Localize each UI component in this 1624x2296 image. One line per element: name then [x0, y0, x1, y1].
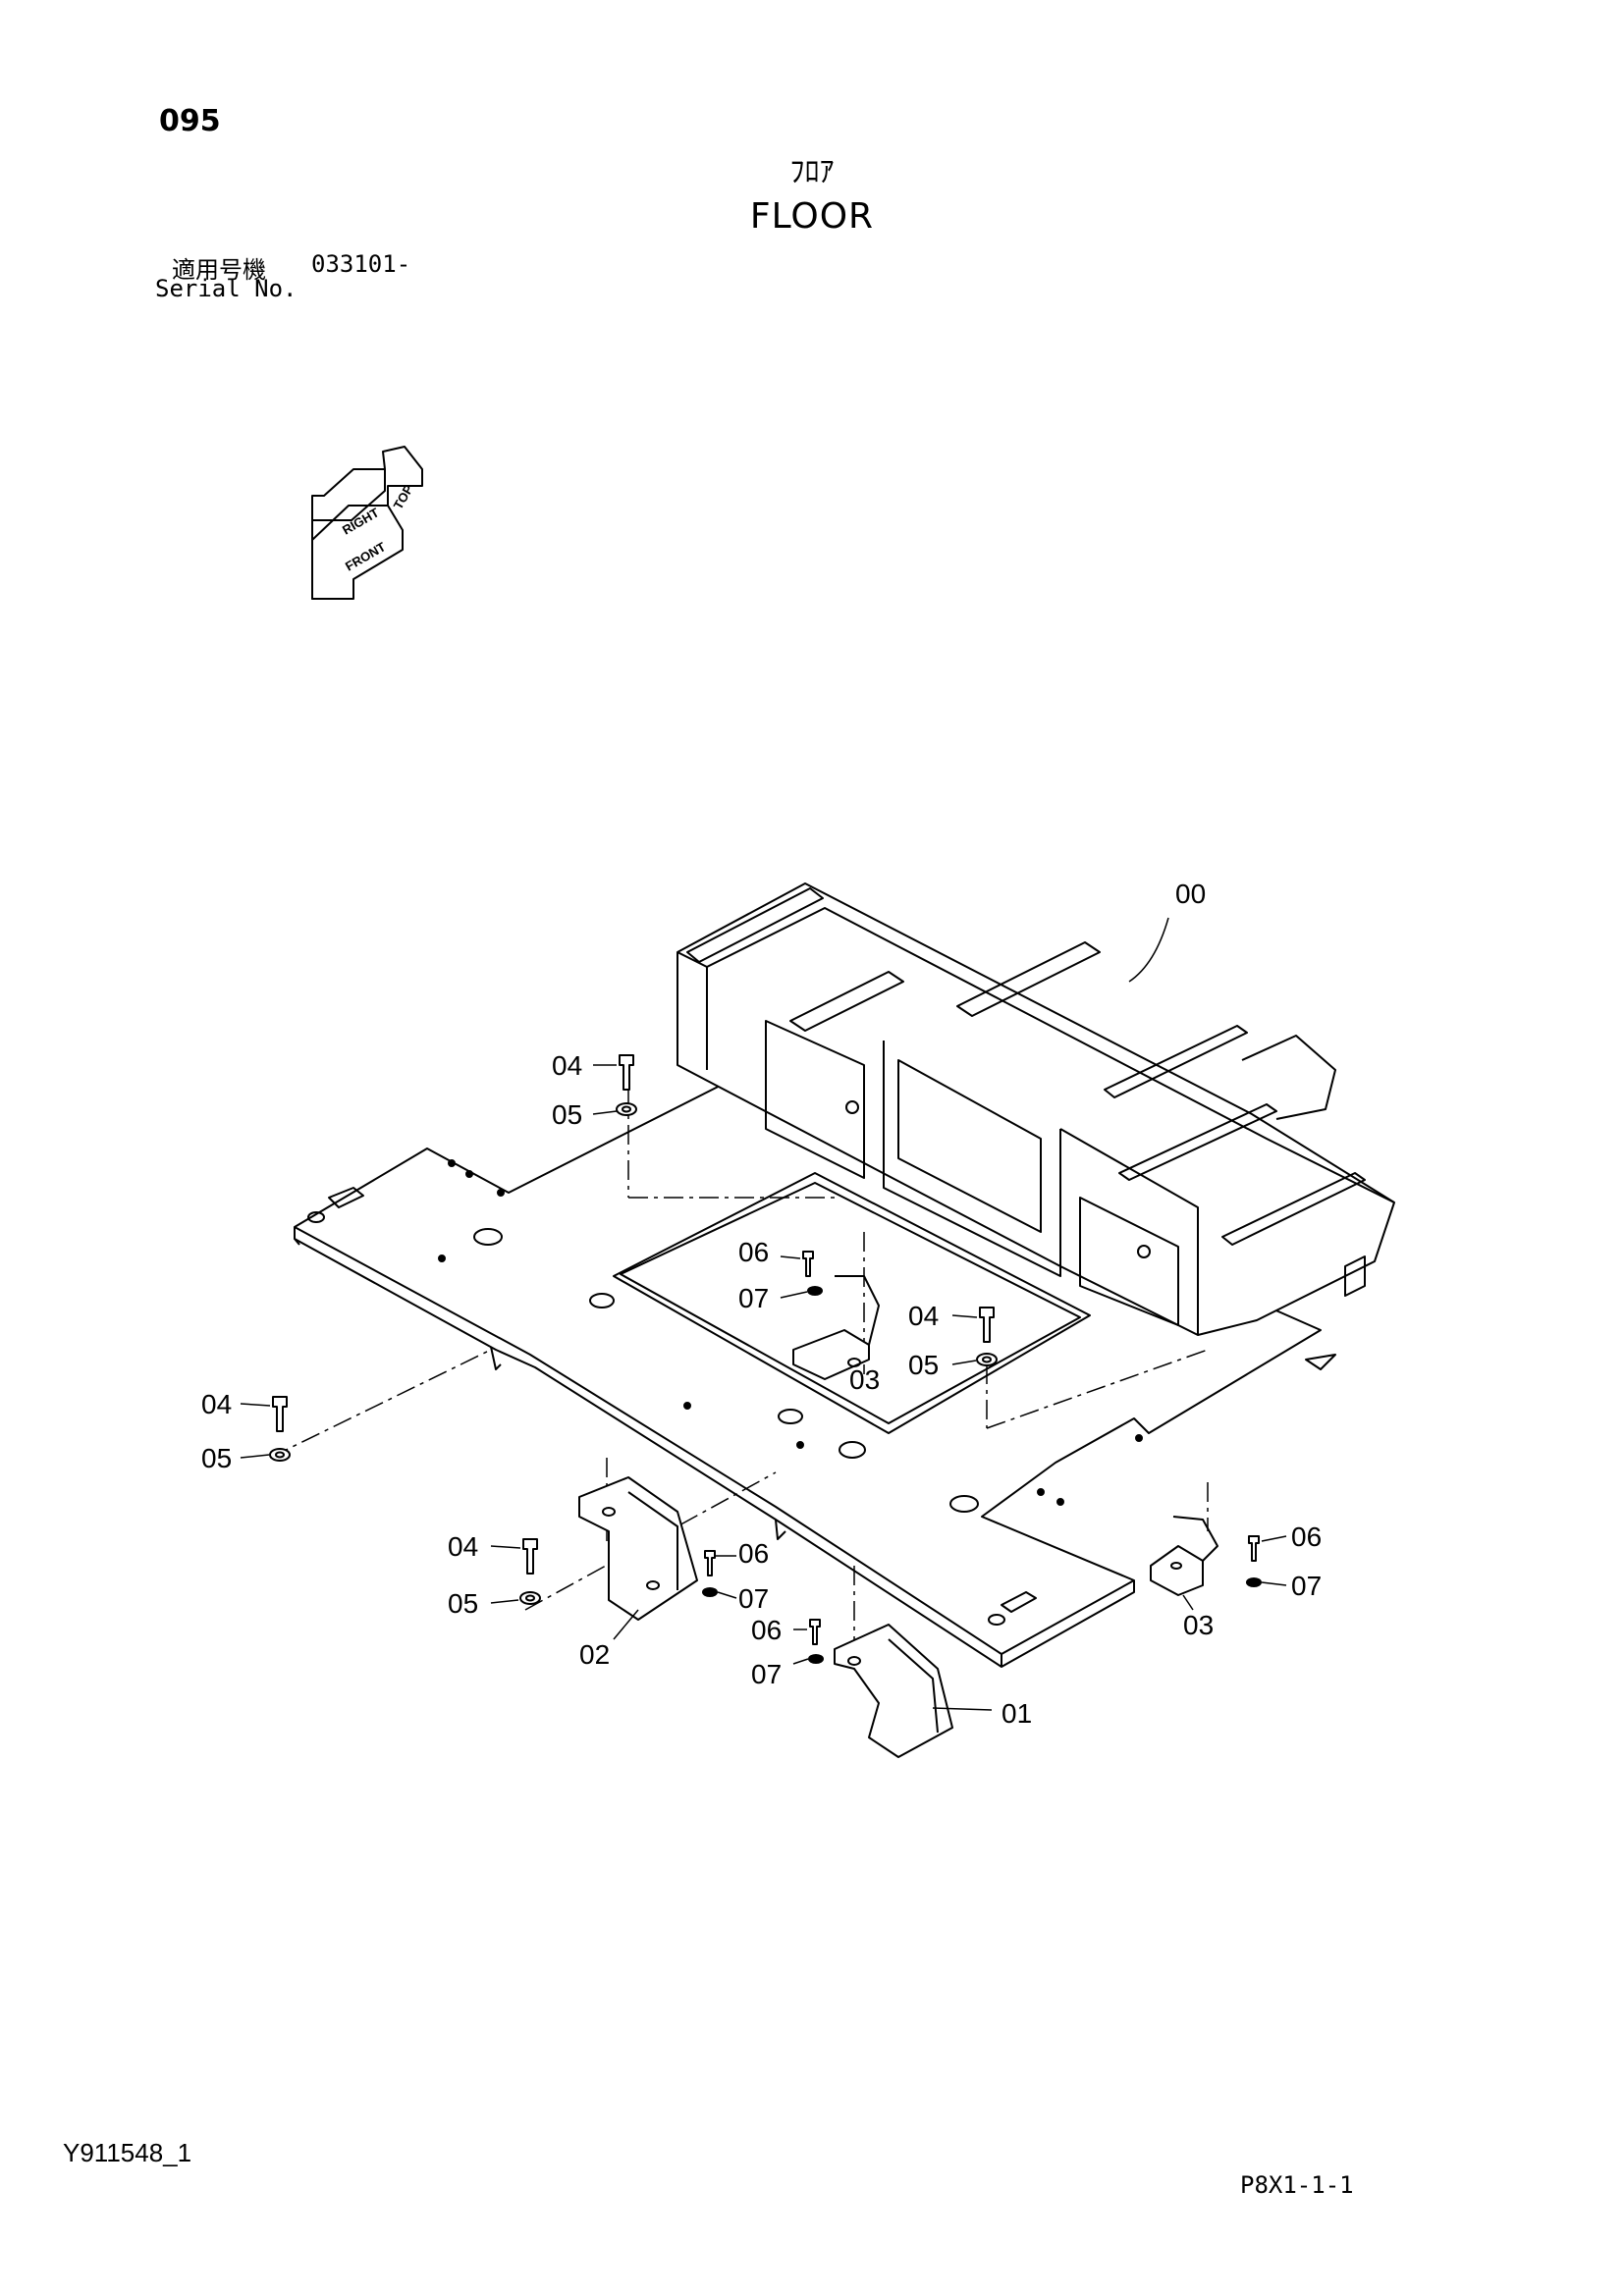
callout-03: 03 [849, 1364, 880, 1395]
callout-06: 06 [738, 1237, 769, 1267]
callout-04: 04 [448, 1531, 478, 1562]
orientation-icon: FRONT RIGHT TOP [311, 446, 423, 600]
bracket-03-lower [1150, 1516, 1218, 1596]
small-bolt-icons [704, 1251, 1260, 1645]
bolt-icons [272, 1054, 995, 1575]
bracket-02 [578, 1476, 698, 1621]
drawing-id: Y911548_1 [63, 2138, 192, 2167]
callout-07: 07 [738, 1283, 769, 1313]
callout-04: 04 [201, 1389, 232, 1419]
page-title: FLOOR [749, 196, 875, 237]
serial-label: Serial No. [155, 275, 298, 302]
callout-07: 07 [751, 1659, 782, 1689]
callout-04: 04 [552, 1050, 582, 1081]
page-code: P8X1-1-1 [1240, 2171, 1354, 2199]
callout-03: 03 [1183, 1610, 1214, 1640]
page-number: 095 [159, 104, 221, 138]
bracket-01 [834, 1624, 953, 1758]
tank-frame [677, 882, 1395, 1370]
callout-00: 00 [1175, 879, 1206, 909]
callout-06: 06 [1291, 1522, 1322, 1552]
orientation-label-right: RIGHT [340, 505, 382, 537]
callout-06: 06 [738, 1538, 769, 1569]
callout-04: 04 [908, 1301, 939, 1331]
orientation-label-front: FRONT [343, 539, 388, 573]
washer-icons [269, 1102, 998, 1605]
serial-label-japanese: 適用号機 [172, 256, 266, 284]
callout-01: 01 [1001, 1698, 1032, 1729]
callout-05: 05 [552, 1099, 582, 1130]
callout-05: 05 [201, 1443, 232, 1473]
callout-02: 02 [579, 1639, 610, 1670]
bracket-03-upper [792, 1275, 880, 1380]
leader-lines [240, 917, 1287, 1711]
callout-05: 05 [908, 1350, 939, 1380]
small-washer-icons [702, 1286, 1262, 1664]
callout-05: 05 [448, 1588, 478, 1619]
callout-06: 06 [751, 1615, 782, 1645]
title-japanese: ﾌﾛｱ [789, 155, 835, 189]
callout-07: 07 [738, 1583, 769, 1614]
callout-07: 07 [1291, 1571, 1322, 1601]
serial-number-value: 033101- [311, 250, 411, 278]
